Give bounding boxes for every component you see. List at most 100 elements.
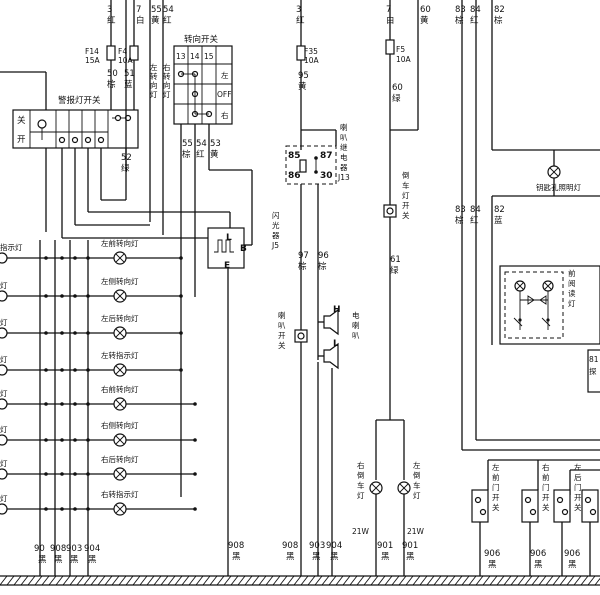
wire-label: 7	[136, 5, 141, 15]
turn-terminal: 14	[190, 52, 200, 61]
turn-switch-box	[173, 45, 233, 125]
relay-pin: 86	[288, 171, 301, 181]
ground-bus	[0, 575, 600, 586]
ground-label: 906	[564, 549, 580, 559]
fuse-label: F14	[85, 47, 99, 56]
reverse-lamp-right-label: 右倒车灯	[357, 460, 365, 500]
wire-label: 蓝	[124, 79, 133, 90]
flasher-pin: L	[226, 233, 232, 243]
edge-lamp-label: 灯	[0, 424, 8, 434]
wire-label: 棕	[318, 261, 327, 272]
reading-lamp-box	[504, 271, 564, 339]
ground-label: 904	[326, 541, 342, 551]
ground-label: 901	[402, 541, 418, 551]
fuse-f14-branch: 3 红 F14 15A 50 棕	[85, 0, 118, 110]
flasher-pin: B	[240, 244, 247, 254]
ground-label: 黑	[488, 560, 497, 570]
fuse-f5	[385, 39, 395, 55]
relay-pin: 30	[320, 171, 333, 181]
ground-label: 906	[484, 549, 500, 559]
ground-label: 黑	[54, 555, 63, 565]
turn-switch-outputs: 55 棕 54 红 53 黄	[180, 124, 253, 497]
ground-label: 黑	[330, 552, 339, 562]
hazard-outputs: 52 绿	[45, 0, 231, 239]
turn-lamp	[113, 289, 127, 303]
reading-lamp-panel	[499, 265, 600, 345]
ground-labels-right: 906 黑 906 黑 906 黑	[484, 549, 580, 570]
ground-label: 903	[309, 541, 325, 551]
turn-lamp-label: 右侧转向灯	[101, 420, 139, 430]
door-switch-label: 右前门开关	[542, 462, 550, 512]
wire-label: 82	[494, 5, 505, 15]
key-lamp-label: 钥匙孔照明灯	[536, 182, 581, 192]
ground-label: 901	[377, 541, 393, 551]
ground-label: 黑	[568, 560, 577, 570]
turn-lamp	[113, 326, 127, 340]
fuse-label: F35	[304, 47, 318, 56]
ground-label: 90	[34, 544, 45, 554]
fuse-f14	[106, 45, 116, 61]
ground-label: 908	[282, 541, 298, 551]
fuse-rating: 10A	[304, 56, 320, 65]
reverse-circuit: 7 白 F5 10A 60 黄 60 绿 倒车灯开关 61 绿 右倒车灯 2	[352, 0, 431, 576]
fuse-label: F5	[396, 45, 405, 54]
wire-label: 96	[318, 251, 329, 261]
hazard-switch: 警报灯开关 关 开	[12, 95, 139, 149]
turn-lamp-label: 右前转向灯	[101, 384, 139, 394]
turn-lamp	[113, 251, 127, 265]
wire-label: 54	[163, 5, 174, 15]
wire-label: 7	[386, 5, 391, 15]
edge-label: 探	[589, 366, 597, 376]
wire-label: 84	[470, 205, 481, 215]
turn-lamp	[113, 433, 127, 447]
interior-lamp-circuit: 83 棕 84 红 82 棕 钥匙孔照明灯 83 棕 84 红 82 蓝	[455, 0, 600, 495]
door-switch: 右前门开关	[521, 462, 550, 576]
ground-label: 908	[50, 544, 66, 554]
turn-lamp-label: 右转指示灯	[101, 489, 139, 499]
turn-lamp-label: 左侧转向灯	[101, 276, 139, 286]
wire-label: 蓝	[494, 215, 503, 226]
horn-l	[323, 342, 339, 370]
edge-lamp-label: 灯	[0, 493, 8, 503]
ground-label: 黑	[406, 552, 415, 562]
ground-labels-left: 90 黑 908 黑 903 黑 904 黑 908 黑	[34, 541, 244, 565]
ground-label: 黑	[232, 552, 241, 562]
ground-label: 黑	[88, 555, 97, 565]
wire-label: 绿	[390, 265, 399, 276]
wire-label: 97	[298, 251, 309, 261]
turn-lamp	[113, 363, 127, 377]
ground-label: 906	[530, 549, 546, 559]
relay-pin: 87	[320, 151, 333, 161]
turn-right-label: 右	[221, 110, 229, 120]
turn-lamp-label: 左后转向灯	[101, 313, 139, 323]
wire-label: 84	[470, 5, 481, 15]
turn-lamp	[113, 397, 127, 411]
hazard-switch-title: 警报灯开关	[58, 95, 101, 106]
turn-signal-feed: 55 黄 54 红 左转向灯 右转向灯	[149, 0, 174, 235]
ground-label: 黑	[534, 560, 543, 570]
flasher-pin: E	[224, 261, 230, 271]
reverse-lamp-left-label: 左倒车灯	[413, 460, 421, 500]
wire-label: 3	[107, 5, 112, 15]
horn-h	[323, 308, 339, 336]
door-switch-label: 左后门开关	[574, 462, 582, 512]
edge-lamp-label: 灯	[0, 388, 8, 398]
wire-label: 83	[455, 205, 466, 215]
ground-label: 903	[66, 544, 82, 554]
edge-lamp-label: 指示灯	[0, 242, 23, 252]
wire-label: 棕	[182, 149, 191, 160]
wire-label: 55	[182, 139, 193, 149]
wire-label: 红	[196, 149, 205, 160]
reverse-switch-label: 倒车灯开关	[402, 170, 410, 220]
door-switch: 左后门开关	[553, 462, 582, 576]
wire-label: 53	[210, 139, 221, 149]
wire-label: 棕	[455, 15, 464, 26]
reverse-lamp-left	[397, 481, 411, 495]
turn-lamp	[113, 502, 127, 516]
wire-label: 51	[124, 69, 135, 79]
reverse-lamp-watt: 21W	[352, 527, 370, 536]
edge-lamp-label: 灯	[0, 317, 8, 327]
